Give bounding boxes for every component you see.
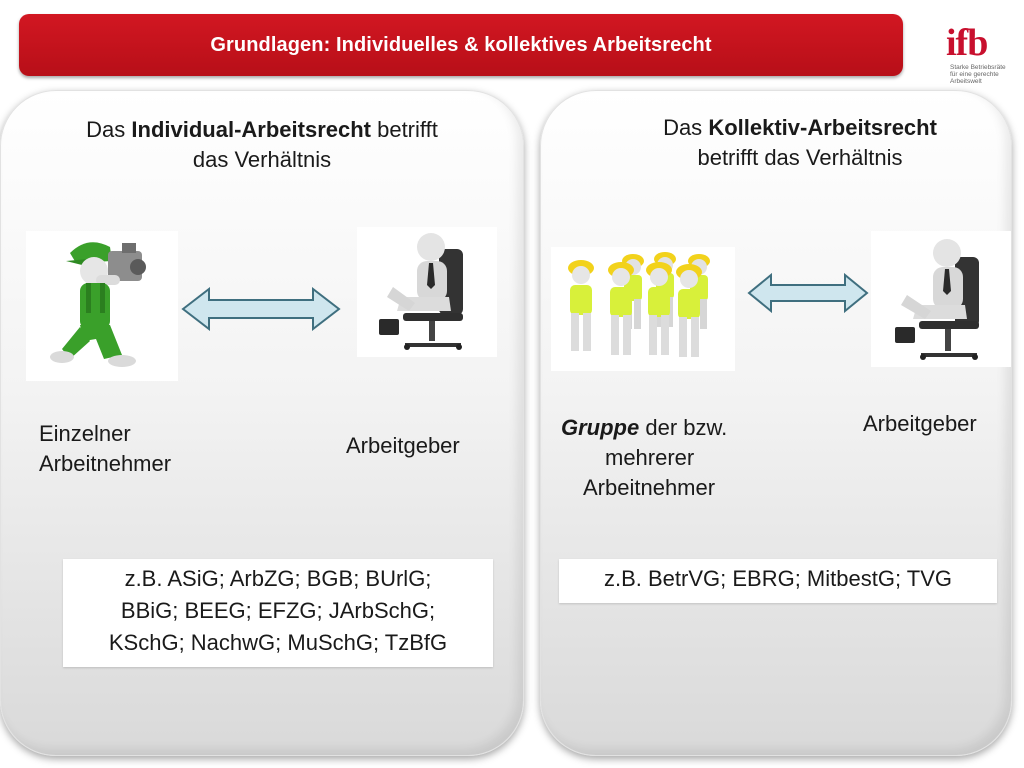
heading-text: betrifft <box>370 117 438 142</box>
collective-laws-box: z.B. BetrVG; EBRG; MitbestG; TVG <box>559 559 997 603</box>
heading-line2: das Verhältnis <box>192 147 332 172</box>
logo-tagline: Starke Betriebsräte für eine gerechte Ar… <box>950 64 1012 85</box>
logo-tagline-line: Starke Betriebsräte <box>950 64 1006 71</box>
logo-tagline-line: für eine gerechte <box>950 71 999 78</box>
boss-chair-figure <box>871 231 1011 367</box>
law-line: z.B. BetrVG; EBRG; MitbestG; TVG <box>603 566 952 591</box>
party-a-line: Arbeitnehmer <box>39 451 172 476</box>
employer-label: Arbeitgeber <box>346 433 460 458</box>
heading-text: Das <box>663 115 709 140</box>
heading-text: Das <box>86 117 132 142</box>
party-a-label: Gruppe der bzw. mehrerer Arbeitnehmer <box>561 413 771 503</box>
title-bar: Grundlagen: Individuelles & kollektives … <box>19 14 903 76</box>
individual-laws-box: z.B. ASiG; ArbZG; BGB; BUrlG; BBiG; BEEG… <box>63 559 493 667</box>
party-a-line: Arbeitnehmer <box>583 475 716 500</box>
group-emphasis: Gruppe <box>561 415 640 440</box>
employer-label: Arbeitgeber <box>863 411 977 436</box>
heading-line2: betrifft das Verhältnis <box>697 145 903 170</box>
boss-chair-figure <box>357 227 497 357</box>
camera-worker-figure <box>26 231 178 381</box>
heading-bold: Kollektiv-Arbeitsrecht <box>708 115 937 140</box>
law-line: KSchG; NachwG; MuSchG; TzBfG <box>108 630 448 655</box>
individual-law-heading: Das Individual-Arbeitsrecht betrifft das… <box>31 115 493 175</box>
logo-tagline-line: Arbeitswelt <box>950 78 982 85</box>
party-a-line: mehrerer <box>605 445 695 470</box>
party-a-label: Einzelner Arbeitnehmer <box>39 419 239 479</box>
law-line: BBiG; BEEG; EFZG; JArbSchG; <box>120 598 436 623</box>
logo-word: ifb <box>946 22 988 64</box>
worker-group-figure <box>551 247 735 371</box>
individual-law-panel: Das Individual-Arbeitsrecht betrifft das… <box>0 90 524 756</box>
collective-law-panel: Das Kollektiv-Arbeitsrecht betrifft das … <box>540 90 1012 756</box>
collective-law-heading: Das Kollektiv-Arbeitsrecht betrifft das … <box>561 113 1024 173</box>
party-a-line: Einzelner <box>39 421 131 446</box>
party-a-text: der bzw. <box>639 415 728 440</box>
heading-bold: Individual-Arbeitsrecht <box>131 117 371 142</box>
law-line: z.B. ASiG; ArbZG; BGB; BUrlG; <box>124 566 432 591</box>
double-arrow-icon <box>181 287 341 331</box>
ifb-logo: ifb Starke Betriebsräte für eine gerecht… <box>940 24 1012 94</box>
page-title: Grundlagen: Individuelles & kollektives … <box>210 33 712 56</box>
double-arrow-icon <box>747 273 869 313</box>
